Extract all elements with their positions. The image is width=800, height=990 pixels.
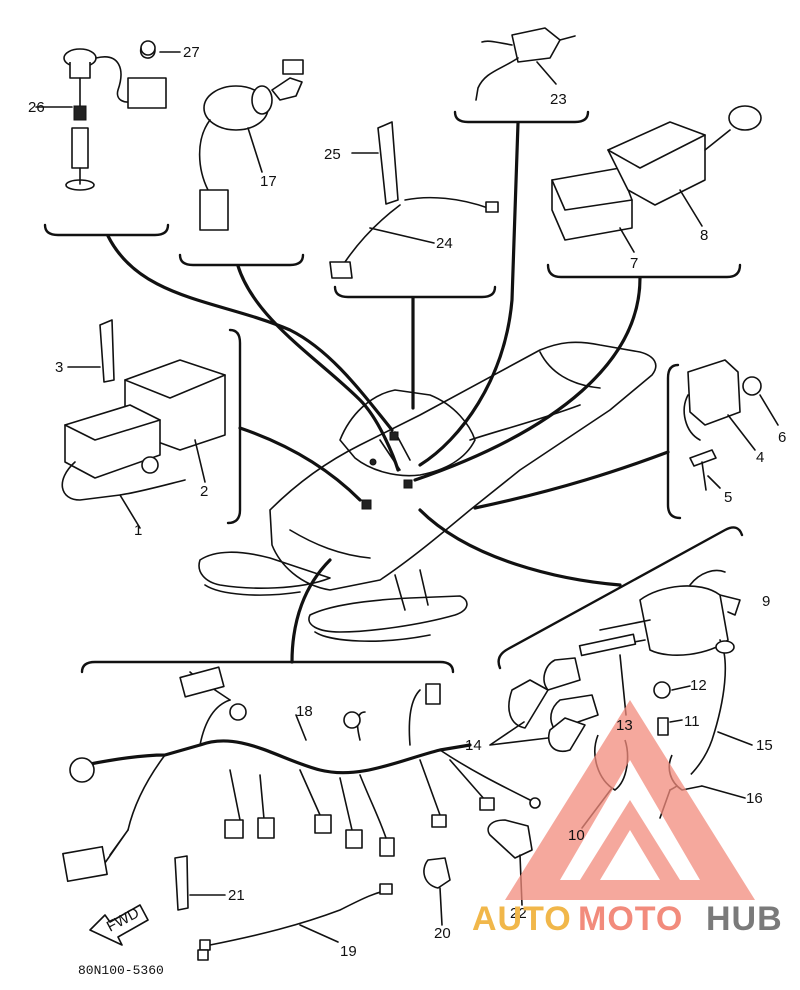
watermark-hub: HUB bbox=[706, 900, 783, 938]
label-part-1: 1 bbox=[134, 522, 142, 539]
leader-lines bbox=[106, 121, 670, 664]
label-part-2: 2 bbox=[200, 483, 208, 500]
label-part-5: 5 bbox=[724, 489, 732, 506]
part-group-24-25 bbox=[329, 121, 499, 279]
watermark-auto: AUTO bbox=[472, 900, 572, 938]
label-part-21: 21 bbox=[228, 887, 245, 904]
label-part-11: 11 bbox=[684, 713, 700, 730]
label-part-19: 19 bbox=[340, 943, 357, 960]
label-part-25: 25 bbox=[324, 146, 341, 163]
label-part-26: 26 bbox=[28, 99, 45, 116]
part-group-19-22 bbox=[174, 819, 533, 961]
label-part-7: 7 bbox=[630, 255, 638, 272]
watermark-logo bbox=[505, 700, 755, 900]
label-part-24: 24 bbox=[436, 235, 453, 252]
label-part-8: 8 bbox=[700, 227, 708, 244]
label-part-27: 27 bbox=[183, 44, 200, 61]
part-18-wire-harness bbox=[62, 666, 541, 883]
label-part-6: 6 bbox=[778, 429, 786, 446]
part-group-7-8 bbox=[551, 105, 762, 253]
snowmobile-outline bbox=[198, 341, 657, 642]
part-group-9-16 bbox=[489, 569, 753, 829]
watermark-moto: MOTO bbox=[578, 900, 683, 938]
label-part-20: 20 bbox=[434, 925, 451, 942]
part-group-26-27 bbox=[35, 40, 181, 191]
label-part-16: 16 bbox=[746, 790, 763, 807]
drawing-code: 80N100-5360 bbox=[78, 963, 164, 978]
label-part-9: 9 bbox=[762, 593, 770, 610]
label-part-3: 3 bbox=[55, 359, 63, 376]
label-part-18: 18 bbox=[296, 703, 313, 720]
part-17-key-switch bbox=[198, 59, 304, 231]
label-part-15: 15 bbox=[756, 737, 773, 754]
label-part-23: 23 bbox=[550, 91, 567, 108]
label-part-14: 14 bbox=[465, 737, 482, 754]
part-group-4-6 bbox=[683, 359, 779, 491]
label-part-17: 17 bbox=[260, 173, 277, 190]
label-part-12: 12 bbox=[690, 677, 707, 694]
front-direction-arrow: FWD bbox=[89, 904, 149, 946]
label-part-13: 13 bbox=[616, 717, 633, 734]
part-23-switch bbox=[475, 27, 576, 101]
part-labels: 1 2 3 4 5 6 7 8 9 10 11 12 13 14 15 16 1… bbox=[28, 44, 786, 960]
label-part-22: 22 bbox=[510, 905, 527, 922]
part-group-1-3 bbox=[61, 319, 226, 529]
label-part-10: 10 bbox=[568, 827, 585, 844]
watermark-text: AUTO MOTO HUB bbox=[472, 900, 783, 938]
label-part-4: 4 bbox=[756, 449, 764, 466]
